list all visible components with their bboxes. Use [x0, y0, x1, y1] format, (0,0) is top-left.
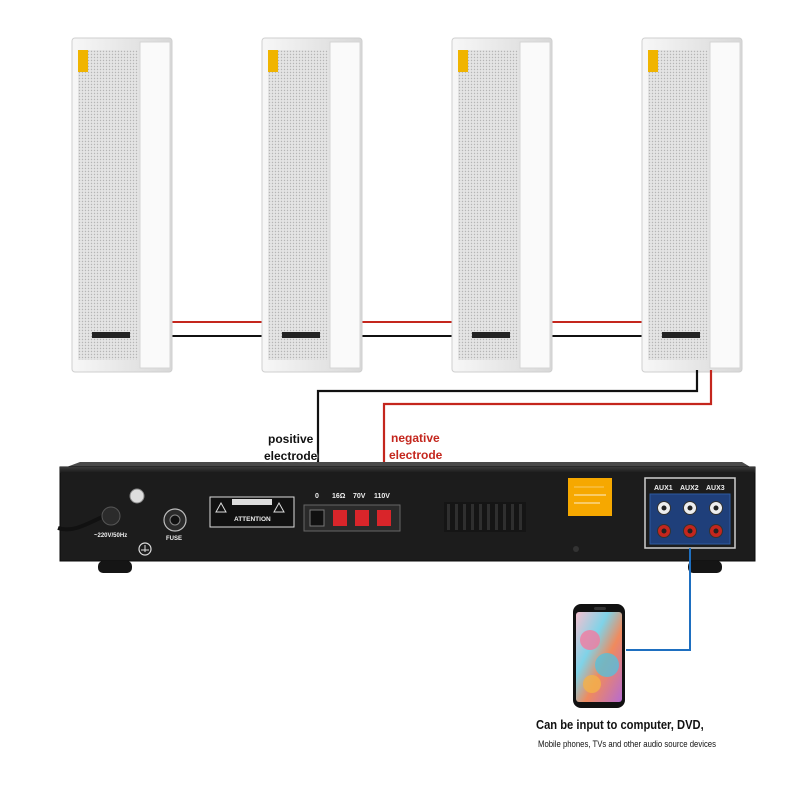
aux3-label: AUX3	[706, 485, 725, 492]
terminal-16ohm	[333, 510, 347, 526]
column-speaker-4	[641, 37, 743, 373]
positive-label-line2: electrode	[264, 449, 318, 463]
caption-line2: Mobile phones, TVs and other audio sourc…	[538, 739, 716, 749]
amp-foot-left	[98, 561, 132, 573]
column-speaker-2	[261, 37, 363, 373]
power-label: ~220V/50Hz	[94, 533, 127, 539]
terminal-70v	[355, 510, 369, 526]
power-inlet	[101, 506, 121, 526]
terminal-0	[309, 509, 325, 527]
vent-slots	[444, 502, 526, 532]
ground-icon	[138, 542, 152, 556]
product-sticker	[568, 478, 612, 516]
audio-source-wire	[626, 548, 691, 651]
negative-label-line1: negative	[391, 431, 440, 445]
fuse-label: FUSE	[166, 536, 182, 542]
terminal-110v	[377, 510, 391, 526]
aux1-label: AUX1	[654, 485, 673, 492]
power-cord	[57, 514, 105, 532]
smartphone-image	[573, 604, 625, 708]
attention-label: ATTENTION	[234, 516, 271, 523]
column-speaker-3	[451, 37, 553, 373]
terminal-label-16ohm: 16Ω	[332, 493, 346, 500]
positive-wire	[316, 370, 699, 508]
terminal-label-0: 0	[315, 493, 319, 500]
amplifier	[57, 462, 756, 573]
terminal-label-70v: 70V	[353, 493, 366, 500]
amp-foot-right	[688, 561, 722, 573]
aux2-label: AUX2	[680, 485, 699, 492]
caption-line1: Can be input to computer, DVD,	[536, 717, 704, 732]
terminal-label-110v: 110V	[374, 493, 390, 500]
negative-wire	[382, 370, 713, 508]
negative-label-line2: electrode	[389, 448, 443, 462]
positive-label-line1: positive	[268, 432, 314, 446]
column-speaker-1	[71, 37, 173, 373]
rca-jacks	[657, 501, 723, 538]
power-switch	[129, 488, 145, 504]
speaker-chain-wires	[150, 321, 660, 337]
